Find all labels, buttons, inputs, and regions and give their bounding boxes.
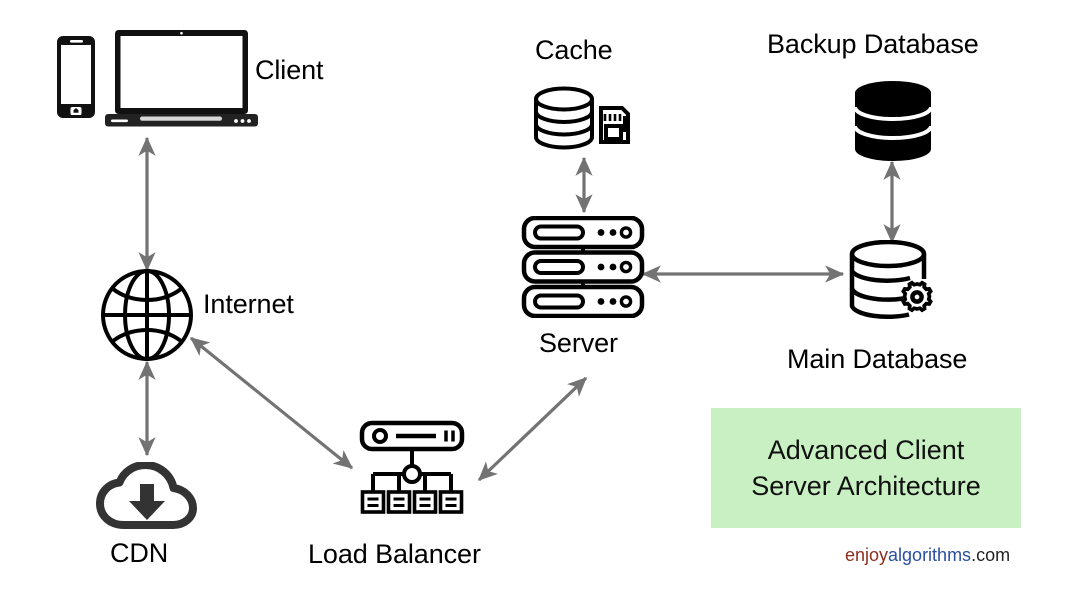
cloud-download-icon [96, 461, 197, 529]
label-client: Client [255, 55, 324, 85]
node-main-database[interactable] [849, 239, 945, 330]
arrow-internet-loadbalancer [189, 336, 354, 470]
label-cache: Cache [535, 35, 613, 65]
label-server: Server [539, 328, 618, 358]
database-solid-icon [853, 81, 933, 161]
label-internet: Internet [203, 289, 294, 319]
title-line-2: Server Architecture [751, 471, 981, 501]
cache-memory-icon [534, 86, 630, 150]
node-load-balancer[interactable] [358, 420, 466, 530]
node-backup-database[interactable] [853, 80, 933, 167]
client-devices-icon [57, 30, 258, 127]
watermark-part-enjoy: enjoy [845, 545, 889, 565]
watermark-part-domain: .com [971, 545, 1011, 565]
title-card: Advanced Client Server Architecture [711, 408, 1021, 528]
load-balancer-icon [359, 420, 465, 514]
label-main-database: Main Database [787, 344, 968, 374]
node-cdn[interactable] [96, 461, 200, 535]
watermark-part-algorithms: algorithms [888, 545, 972, 565]
node-internet[interactable] [97, 268, 197, 367]
title-line-1: Advanced Client [767, 434, 965, 465]
watermark: enjoyalgorithms.com [845, 545, 1010, 566]
server-rack-icon [521, 215, 645, 319]
node-client[interactable] [55, 28, 260, 135]
database-gear-icon [849, 239, 933, 320]
globe-icon [101, 269, 193, 361]
label-cdn: CDN [110, 538, 169, 568]
label-backup-database: Backup Database [767, 29, 979, 59]
label-load-balancer: Load Balancer [308, 539, 481, 569]
node-cache[interactable] [533, 86, 633, 155]
node-server[interactable] [521, 215, 645, 323]
arrow-loadbalancer-server [477, 376, 588, 482]
